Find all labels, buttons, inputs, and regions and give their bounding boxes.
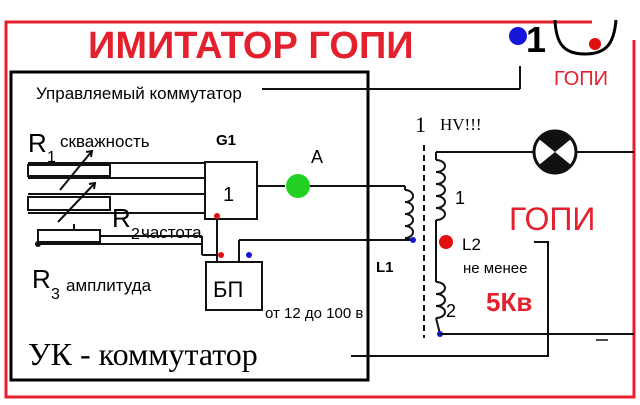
r2-label: частота [141,223,202,242]
gopi-label: ГОПИ [509,201,595,237]
r1-letter: R [28,128,47,158]
logo-red-dot [589,38,601,50]
title: ИМИТАТОР ГОПИ [88,25,414,67]
generator-block [204,161,258,220]
r2-letter: R [112,203,131,233]
switch-box-frame [9,70,370,382]
tap-2-label: 2 [446,301,456,321]
switch-box-caption: Управляемый коммутатор [36,84,242,103]
logo-label: ГОПИ [554,68,608,90]
r3-junction-dot [35,241,41,247]
primary-coil-label: L1 [376,259,394,276]
logo-blue-dot [509,27,527,45]
logo-cup-icon [553,19,618,56]
voltage-label: 5Кв [486,287,532,317]
l1-end-dot [410,237,416,243]
control-return-wire [351,241,549,357]
resistor-r1 [27,149,205,191]
red-marker-dot [214,213,220,219]
r1-label: скважность [60,132,150,151]
r2-index: 2 [131,226,140,243]
spark-gap-icon [532,129,578,175]
primary-coil-l1 [404,186,414,241]
red-marker-dot [218,252,224,258]
resistor-r2 [27,181,205,223]
power-supply-range: от 12 до 100 в [265,305,363,322]
node-a-label: A [311,147,323,167]
hv-warning: HV!!! [440,115,482,134]
resistor-r3 [37,224,203,255]
power-supply-block [205,261,263,311]
r1-index: 1 [47,149,56,166]
generator-name: G1 [216,132,236,149]
node-a-green-indicator [286,174,310,198]
switch-box-footer: УК - коммутатор [28,336,258,372]
generator-block-label: 1 [223,184,234,206]
corner-logo: 1 ГОПИ [509,19,618,90]
r3-label: амплитуда [66,276,152,295]
outer-red-frame [4,20,636,399]
tap-1-label: 1 [455,188,465,208]
r3-index: 3 [51,286,60,303]
l2-center-tap [439,235,453,249]
min-voltage-note: не менее [463,260,527,277]
transformer-prefix: 1 [415,112,426,137]
secondary-coil-label: L2 [462,235,481,254]
logo-digit: 1 [526,19,546,60]
power-supply-label: БП [213,277,243,302]
r3-letter: R [32,264,51,294]
blue-marker-dot [246,252,252,258]
